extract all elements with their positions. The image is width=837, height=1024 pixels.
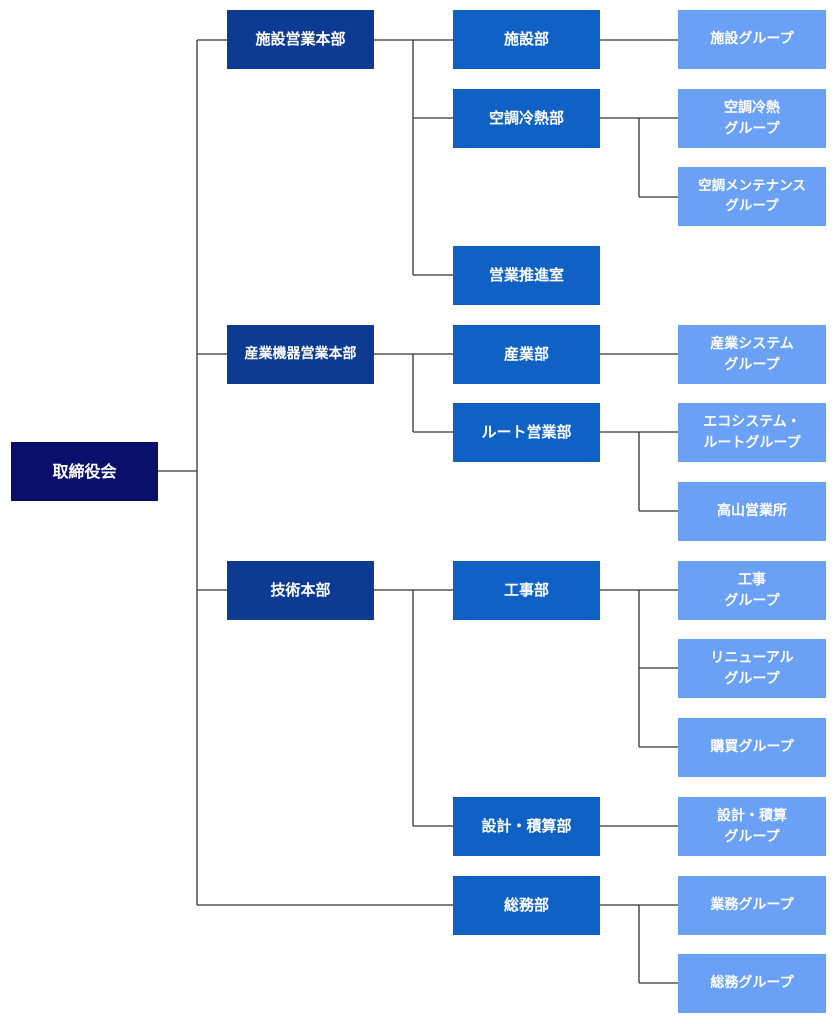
node-facilities-dept: 施設部 [453, 10, 600, 69]
node-label: 業務グループ [710, 897, 794, 914]
node-label: 総務グループ [710, 975, 794, 992]
node-label: 産業部 [503, 344, 549, 363]
node-hvac-dept: 空調冷熱部 [453, 89, 600, 148]
node-hvac-group: 空調冷熱 グループ [678, 89, 826, 148]
node-label: 総務部 [503, 895, 549, 914]
node-design-estimation-dept: 設計・積算部 [453, 797, 600, 856]
node-general-affairs-group: 総務グループ [678, 954, 826, 1013]
node-takayama-sales-office: 高山営業所 [678, 482, 826, 541]
node-label: 施設営業本部 [255, 29, 346, 48]
node-label: 設計・積算部 [481, 816, 572, 835]
node-industrial-equipment-sales-hq: 産業機器営業本部 [227, 325, 374, 384]
node-facilities-sales-hq: 施設営業本部 [227, 10, 374, 69]
node-facilities-group: 施設グループ [678, 10, 826, 69]
node-label: 空調メンテナンス グループ [698, 177, 806, 214]
node-label: 高山営業所 [717, 503, 787, 520]
node-label: 空調冷熱 グループ [724, 100, 780, 137]
node-board-of-directors: 取締役会 [11, 442, 158, 501]
node-design-estimation-group: 設計・積算 グループ [678, 797, 826, 856]
node-label: 技術本部 [270, 580, 331, 599]
node-label: 設計・積算 グループ [717, 808, 787, 845]
node-label: 営業推進室 [488, 265, 564, 284]
node-construction-group: 工事 グループ [678, 561, 826, 620]
node-label: 施設グループ [710, 31, 794, 48]
node-eco-system-route-group: エコシステム・ ルートグループ [678, 403, 826, 462]
node-technical-hq: 技術本部 [227, 561, 374, 620]
node-label: 工事部 [503, 580, 549, 599]
node-label: 取締役会 [52, 461, 117, 481]
node-label: 空調冷熱部 [488, 108, 564, 127]
node-business-group: 業務グループ [678, 876, 826, 935]
node-industrial-systems-group: 産業システム グループ [678, 325, 826, 384]
node-hvac-maintenance-group: 空調メンテナンス グループ [678, 167, 826, 226]
node-label: エコシステム・ ルートグループ [703, 414, 801, 451]
node-label: 産業システム グループ [710, 336, 794, 373]
node-label: 産業機器営業本部 [244, 346, 357, 363]
node-label: 購買グループ [710, 739, 794, 756]
node-sales-promotion-office: 営業推進室 [453, 246, 600, 305]
node-industrial-dept: 産業部 [453, 325, 600, 384]
node-label: ルート営業部 [481, 422, 572, 441]
node-construction-dept: 工事部 [453, 561, 600, 620]
node-general-affairs-dept: 総務部 [453, 876, 600, 935]
node-purchasing-group: 購買グループ [678, 718, 826, 777]
node-renewal-group: リニューアル グループ [678, 639, 826, 698]
node-label: 施設部 [503, 29, 549, 48]
node-label: 工事 グループ [724, 572, 780, 609]
node-label: リニューアル グループ [710, 650, 794, 687]
node-route-sales-dept: ルート営業部 [453, 403, 600, 462]
